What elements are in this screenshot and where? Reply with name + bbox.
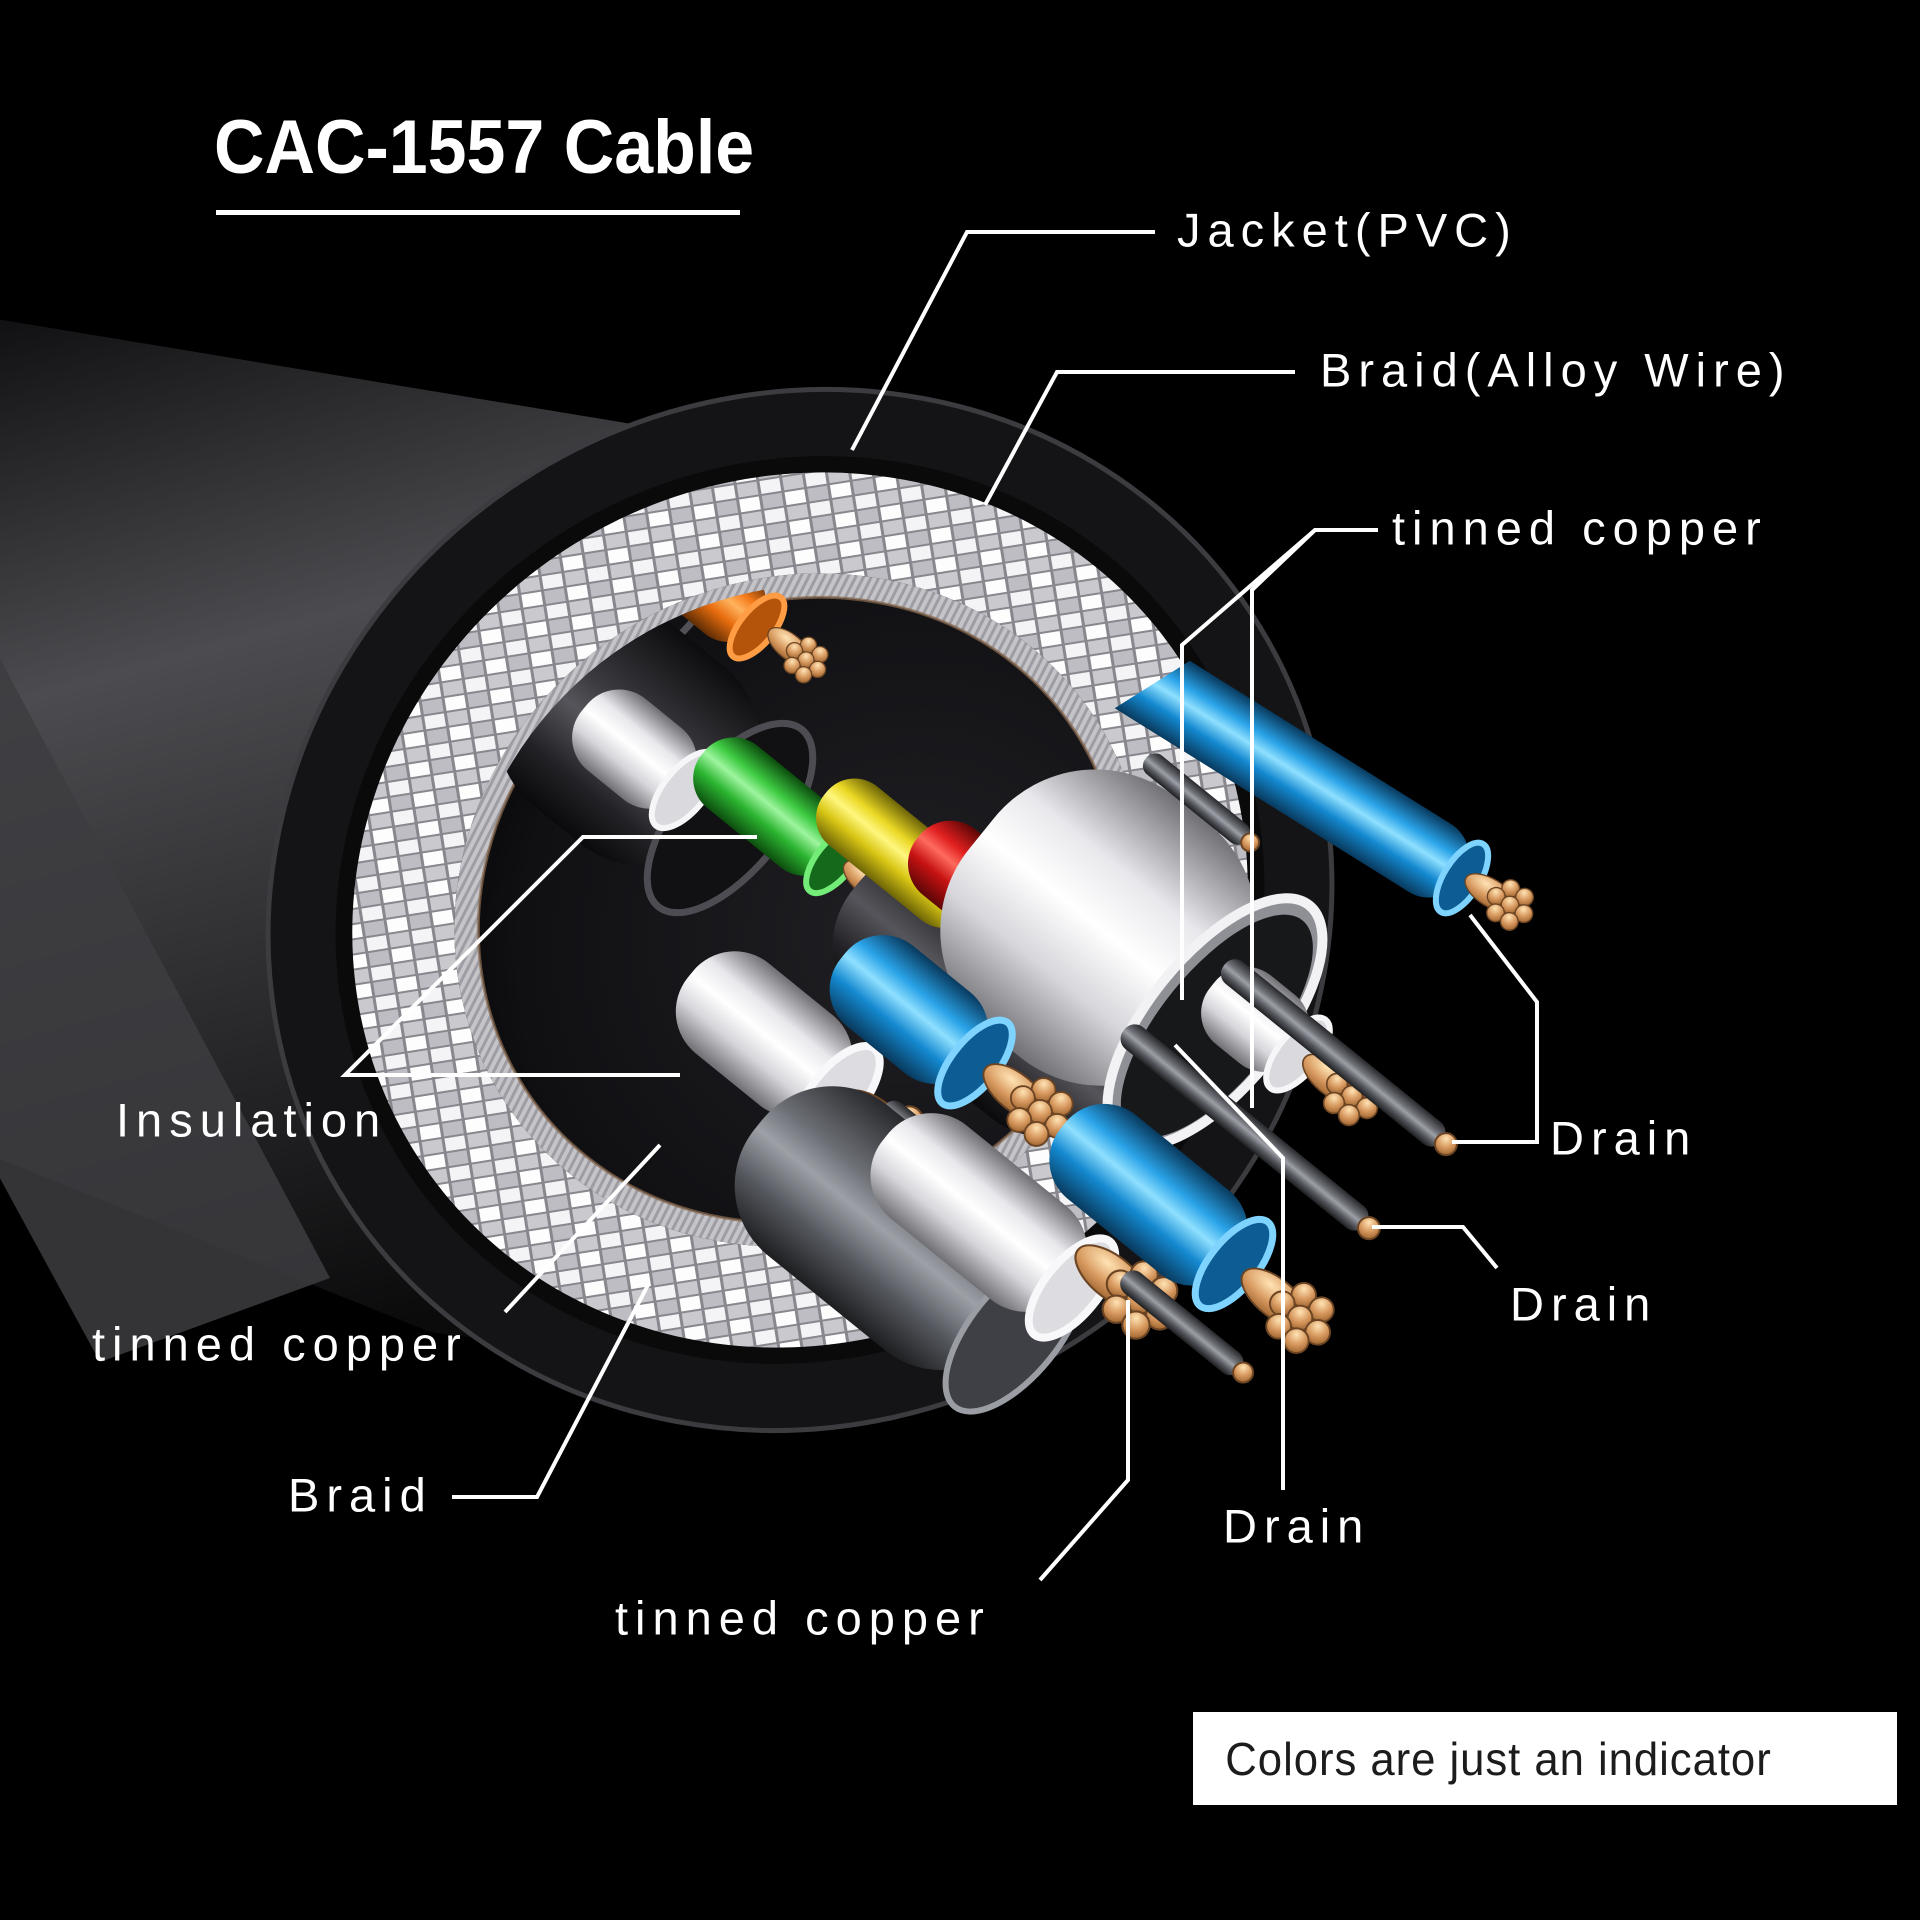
leader-line-drain-right-mid <box>1372 1225 1499 1270</box>
leader-line-drain-bottom <box>1173 1043 1285 1490</box>
leader-lines <box>340 230 1539 1582</box>
leader-line-tinned-copper-top-a <box>1250 528 1378 1108</box>
leader-line-drain-right-top <box>1452 913 1539 1144</box>
label-tinned-copper-bottom: tinned copper <box>615 1591 991 1645</box>
label-drain-bottom: Drain <box>1223 1499 1371 1553</box>
drain-wire-right-1 <box>1220 959 1458 1157</box>
leader-line-braid-alloy <box>983 370 1295 506</box>
page-title: CAC-1557 Cable <box>214 105 755 190</box>
leader-line-braid-left <box>452 1284 650 1499</box>
title-underline <box>216 210 740 215</box>
leader-line-tinned-copper-bottom <box>1038 1300 1130 1582</box>
label-braid-left: Braid <box>288 1468 433 1522</box>
label-tinned-copper-left: tinned copper <box>92 1317 468 1371</box>
drain-wire-right-2 <box>1120 1024 1381 1241</box>
label-drain-right-top: Drain <box>1550 1111 1698 1165</box>
leader-line-tinned-copper-left <box>503 1143 662 1314</box>
label-insulation: Insulation <box>116 1093 388 1147</box>
label-braid-alloy: Braid(Alloy Wire) <box>1320 343 1792 397</box>
label-drain-right-mid: Drain <box>1510 1277 1658 1331</box>
label-jacket: Jacket(PVC) <box>1177 203 1518 257</box>
leader-line-tinned-copper-top-b <box>1180 528 1317 1000</box>
label-tinned-copper-top: tinned copper <box>1392 501 1768 555</box>
drain-wire-bottom <box>1120 1270 1255 1384</box>
jacket-side-highlight <box>0 658 330 1362</box>
leader-line-insulation <box>340 835 757 1077</box>
color-note-box: Colors are just an indicator <box>1193 1712 1897 1805</box>
leader-line-jacket <box>850 230 1155 451</box>
color-note-text: Colors are just an indicator <box>1225 1732 1772 1785</box>
